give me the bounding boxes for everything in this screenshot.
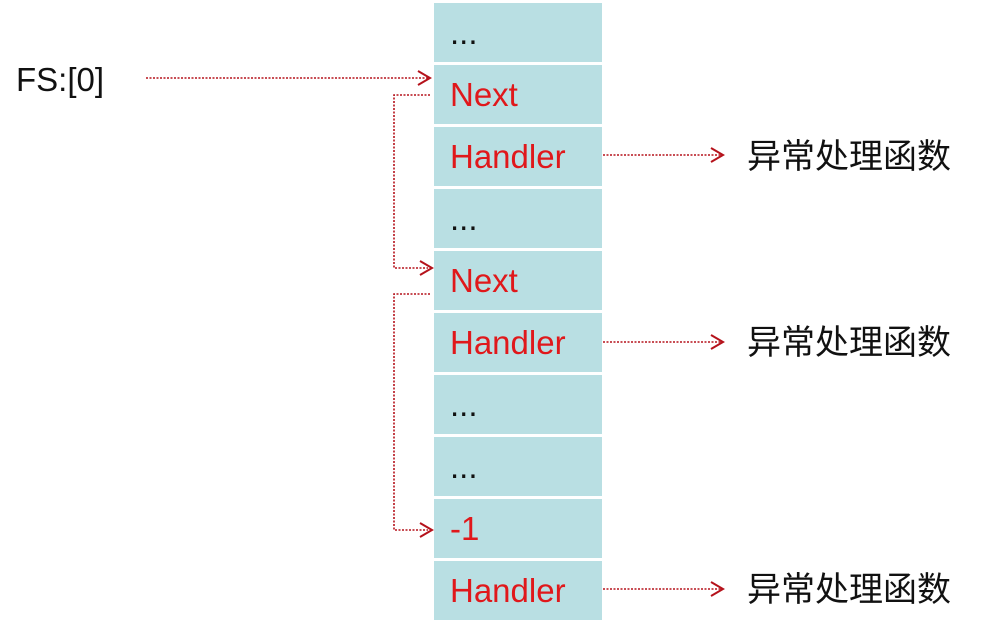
stack-cell-filler: ... [434, 3, 602, 62]
stack-cell-filler: ... [434, 375, 602, 434]
exception-handler-label: 异常处理函数 [747, 323, 951, 363]
stack-cell-end: -1 [434, 499, 602, 558]
exception-handler-label: 异常处理函数 [747, 570, 951, 610]
arrowhead-icon [710, 147, 725, 163]
stack-cell-handler: Handler [434, 561, 602, 620]
fs-label: FS:[0] [16, 61, 105, 98]
stack-cell-next: Next [434, 251, 602, 310]
exception-handler-label: 异常处理函数 [747, 137, 951, 177]
stack-cell-next: Next [434, 65, 602, 124]
next-link-line [393, 94, 430, 269]
arrowhead-icon [419, 260, 434, 276]
arrowhead-icon [710, 581, 725, 597]
stack-cell-handler: Handler [434, 313, 602, 372]
arrowhead-icon [417, 70, 432, 86]
stack-cell-filler: ... [434, 437, 602, 496]
stack-cell-filler: ... [434, 189, 602, 248]
arrowhead-icon [710, 334, 725, 350]
stack-cell-handler: Handler [434, 127, 602, 186]
next-link-line [393, 293, 430, 531]
arrowhead-icon [419, 522, 434, 538]
